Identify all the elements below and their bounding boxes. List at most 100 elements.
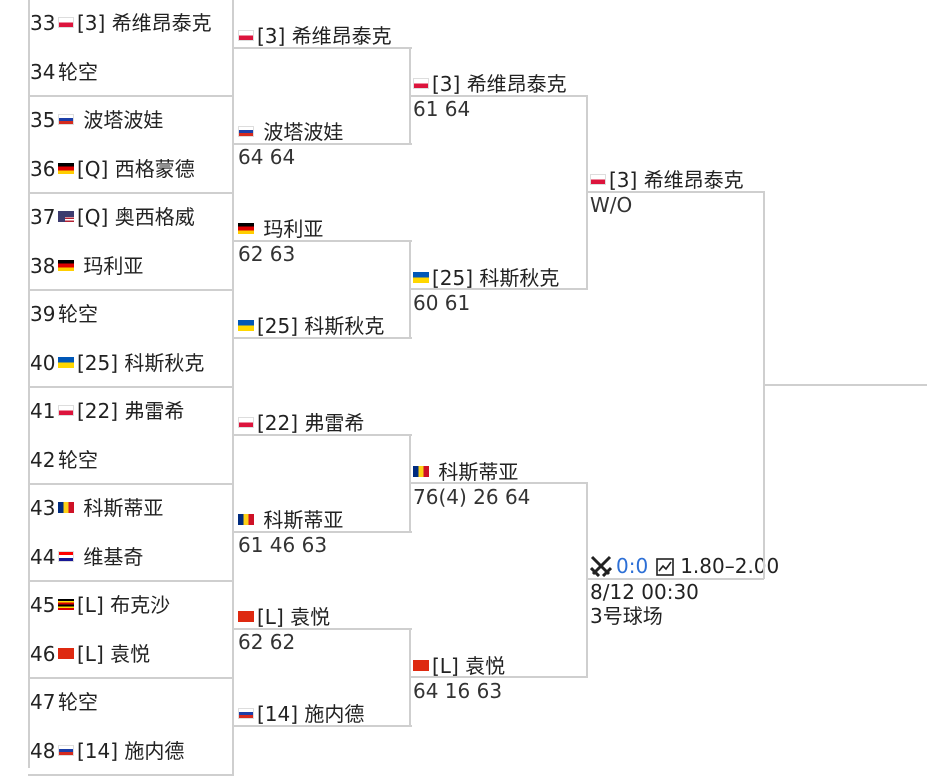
draw-slot-row[interactable]: 36 [Q] 西格蒙德	[30, 145, 232, 193]
draw-slot-row[interactable]: 38 玛利亚	[30, 242, 232, 290]
match-score: 64 64	[238, 145, 296, 169]
round-2-entry[interactable]: [25] 科斯秋克	[238, 310, 384, 339]
draw-position: 42	[30, 447, 56, 472]
draw-slot-row[interactable]: 40 [25] 科斯秋克	[30, 339, 232, 387]
flag-ru-icon	[238, 708, 254, 719]
player-name: [25] 科斯秋克	[238, 310, 384, 339]
match-score: 76(4) 26 64	[413, 485, 531, 509]
player-name: [L] 袁悦	[77, 641, 151, 666]
draw-position: 37	[30, 205, 56, 229]
flag-ua-icon	[58, 356, 74, 368]
draw-position: 39	[30, 302, 56, 326]
round-2-entry[interactable]: [22] 弗雷希	[238, 407, 364, 436]
draw-slot-row[interactable]: 44 维基奇	[30, 533, 232, 581]
flag-ua-icon	[238, 320, 254, 331]
flag-de-icon	[58, 162, 74, 174]
trend-chart-icon[interactable]	[656, 557, 674, 576]
player-name: 轮空	[58, 59, 98, 84]
flag-pl-icon	[58, 405, 74, 416]
flag-de-icon	[58, 259, 74, 271]
draw-position: 38	[30, 253, 56, 278]
flag-ru-icon	[58, 744, 74, 756]
draw-position: 35	[30, 108, 56, 132]
upcoming-match-info: 0:0 1.80–2.00 8/12 00:30 3号球场	[589, 553, 780, 627]
player-name: 轮空	[58, 447, 98, 472]
flag-pl-icon	[413, 78, 429, 89]
flag-us-icon	[58, 211, 74, 222]
player-name: [25] 科斯秋克	[77, 350, 205, 375]
flag-ro-icon	[413, 466, 429, 477]
player-name: [Q] 西格蒙德	[77, 156, 195, 181]
flag-de-icon	[238, 223, 254, 234]
draw-slot-row[interactable]: 34 轮空	[30, 48, 232, 96]
round-2-entry[interactable]: [3] 希维昂泰克	[238, 20, 392, 49]
player-name: 科斯蒂亚	[238, 504, 343, 533]
player-name: [L] 袁悦	[413, 650, 505, 679]
draw-slot-row[interactable]: 39 轮空	[30, 290, 232, 338]
live-score-link[interactable]: 0:0	[616, 554, 649, 578]
player-name: [14] 施内德	[77, 738, 185, 763]
draw-position: 44	[30, 544, 56, 569]
player-name: 波塔波娃	[77, 108, 164, 132]
match-score: 61 46 63	[238, 533, 328, 557]
round-4-entry[interactable]: [3] 希维昂泰克 W/O	[590, 164, 744, 217]
draw-position: 48	[30, 738, 56, 763]
draw-slot-row[interactable]: 35 波塔波娃	[30, 96, 232, 144]
draw-slot-row[interactable]: 41 [22] 弗雷希	[30, 387, 232, 435]
player-name: [L] 袁悦	[238, 601, 330, 630]
player-name: [3] 希维昂泰克	[590, 164, 744, 193]
draw-slot-row[interactable]: 43 科斯蒂亚	[30, 484, 232, 532]
flag-ua-icon	[413, 272, 429, 283]
match-score: 62 62	[238, 630, 296, 654]
draw-slot-row[interactable]: 45 [L] 布克沙	[30, 581, 232, 629]
player-name: [14] 施内德	[238, 698, 364, 727]
draw-position: 43	[30, 496, 56, 520]
odds-text: 1.80–2.00	[680, 554, 780, 578]
match-datetime: 8/12 00:30	[590, 580, 699, 604]
player-name: [22] 弗雷希	[238, 407, 364, 436]
match-score: 60 61	[413, 291, 471, 315]
round-2-entry[interactable]: [14] 施内德	[238, 698, 364, 727]
draw-slot-row[interactable]: 48 [14] 施内德	[30, 727, 232, 775]
draw-position: 45	[30, 593, 56, 617]
match-score: W/O	[590, 193, 633, 217]
draw-slot-row[interactable]: 42 轮空	[30, 436, 232, 484]
flag-ug-icon	[58, 599, 74, 610]
draw-position: 34	[30, 59, 56, 84]
draw-slot-row[interactable]: 33 [3] 希维昂泰克	[30, 0, 232, 47]
match-score: 61 64	[413, 97, 471, 121]
draw-position: 33	[30, 11, 56, 35]
crossed-swords-icon	[589, 555, 613, 578]
draw-position: 47	[30, 690, 56, 714]
player-name: 轮空	[58, 302, 98, 326]
flag-pl-icon	[590, 174, 606, 185]
draw-slot-row[interactable]: 46 [L] 袁悦	[30, 630, 232, 678]
player-name: 玛利亚	[238, 213, 323, 242]
flag-cn-icon	[58, 647, 74, 659]
flag-cn-icon	[413, 660, 429, 671]
draw-position: 40	[30, 350, 56, 375]
flag-ru-icon	[238, 126, 254, 137]
draw-position: 41	[30, 399, 56, 423]
player-name: [L] 布克沙	[77, 593, 171, 617]
draw-slot-row[interactable]: 47 轮空	[30, 678, 232, 726]
flag-ro-icon	[58, 502, 74, 513]
flag-hr-icon	[58, 550, 74, 562]
player-name: [22] 弗雷希	[77, 399, 185, 423]
player-name: [25] 科斯秋克	[413, 262, 559, 291]
player-name: [3] 希维昂泰克	[77, 11, 212, 35]
player-name: 波塔波娃	[238, 116, 343, 145]
player-name: [Q] 奥西格威	[77, 205, 195, 229]
draw-position: 36	[30, 156, 56, 181]
flag-ru-icon	[58, 114, 74, 125]
draw-slot-row[interactable]: 37 [Q] 奥西格威	[30, 193, 232, 241]
player-name: 轮空	[58, 690, 98, 714]
